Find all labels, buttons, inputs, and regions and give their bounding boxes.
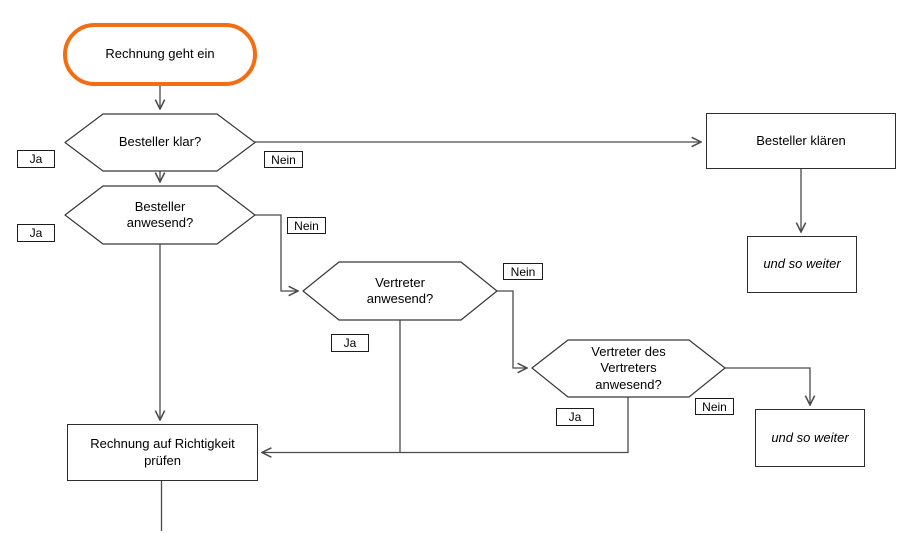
edge-label-nein-vertreter-des-vertreters: Nein [695, 398, 734, 415]
edge-nein-to-vertreter-anwesend [255, 214, 298, 291]
process-rechnung-pruefen: Rechnung auf Richtigkeit prüfen [67, 424, 258, 481]
process-besteller-klaeren: Besteller klären [706, 113, 896, 169]
decision-besteller-anwesend-shape [64, 185, 256, 245]
etc-box-bottom-right: und so weiter [755, 409, 865, 467]
edge-label-ja-vertreter-anwesend: Ja [331, 334, 369, 352]
edge-label-ja-vertreter-des-vertreters: Ja [556, 408, 594, 426]
edge-nein-to-vertreter-des-vertreters [497, 290, 527, 368]
start-node-label: Rechnung geht ein [105, 46, 215, 62]
etc-box-top-right: und so weiter [747, 236, 857, 293]
decision-vertreter-anwesend-shape [302, 261, 498, 321]
edge-ja-paths-into-rechnung-pruefen [262, 397, 629, 453]
edge-label-nein-besteller-klar: Nein [264, 151, 303, 168]
edge-label-nein-vertreter-anwesend: Nein [503, 263, 543, 280]
edge-label-ja-besteller-klar: Ja [17, 150, 55, 168]
decision-besteller-klar-shape [64, 113, 256, 172]
decision-vertreter-des-vertreters-shape [531, 339, 726, 398]
edge-nein-to-etc-bottom [725, 367, 810, 405]
edge-label-ja-besteller-anwesend: Ja [17, 224, 55, 242]
start-node-rechnung-geht-ein: Rechnung geht ein [63, 23, 257, 86]
edge-label-nein-besteller-anwesend: Nein [287, 217, 326, 234]
